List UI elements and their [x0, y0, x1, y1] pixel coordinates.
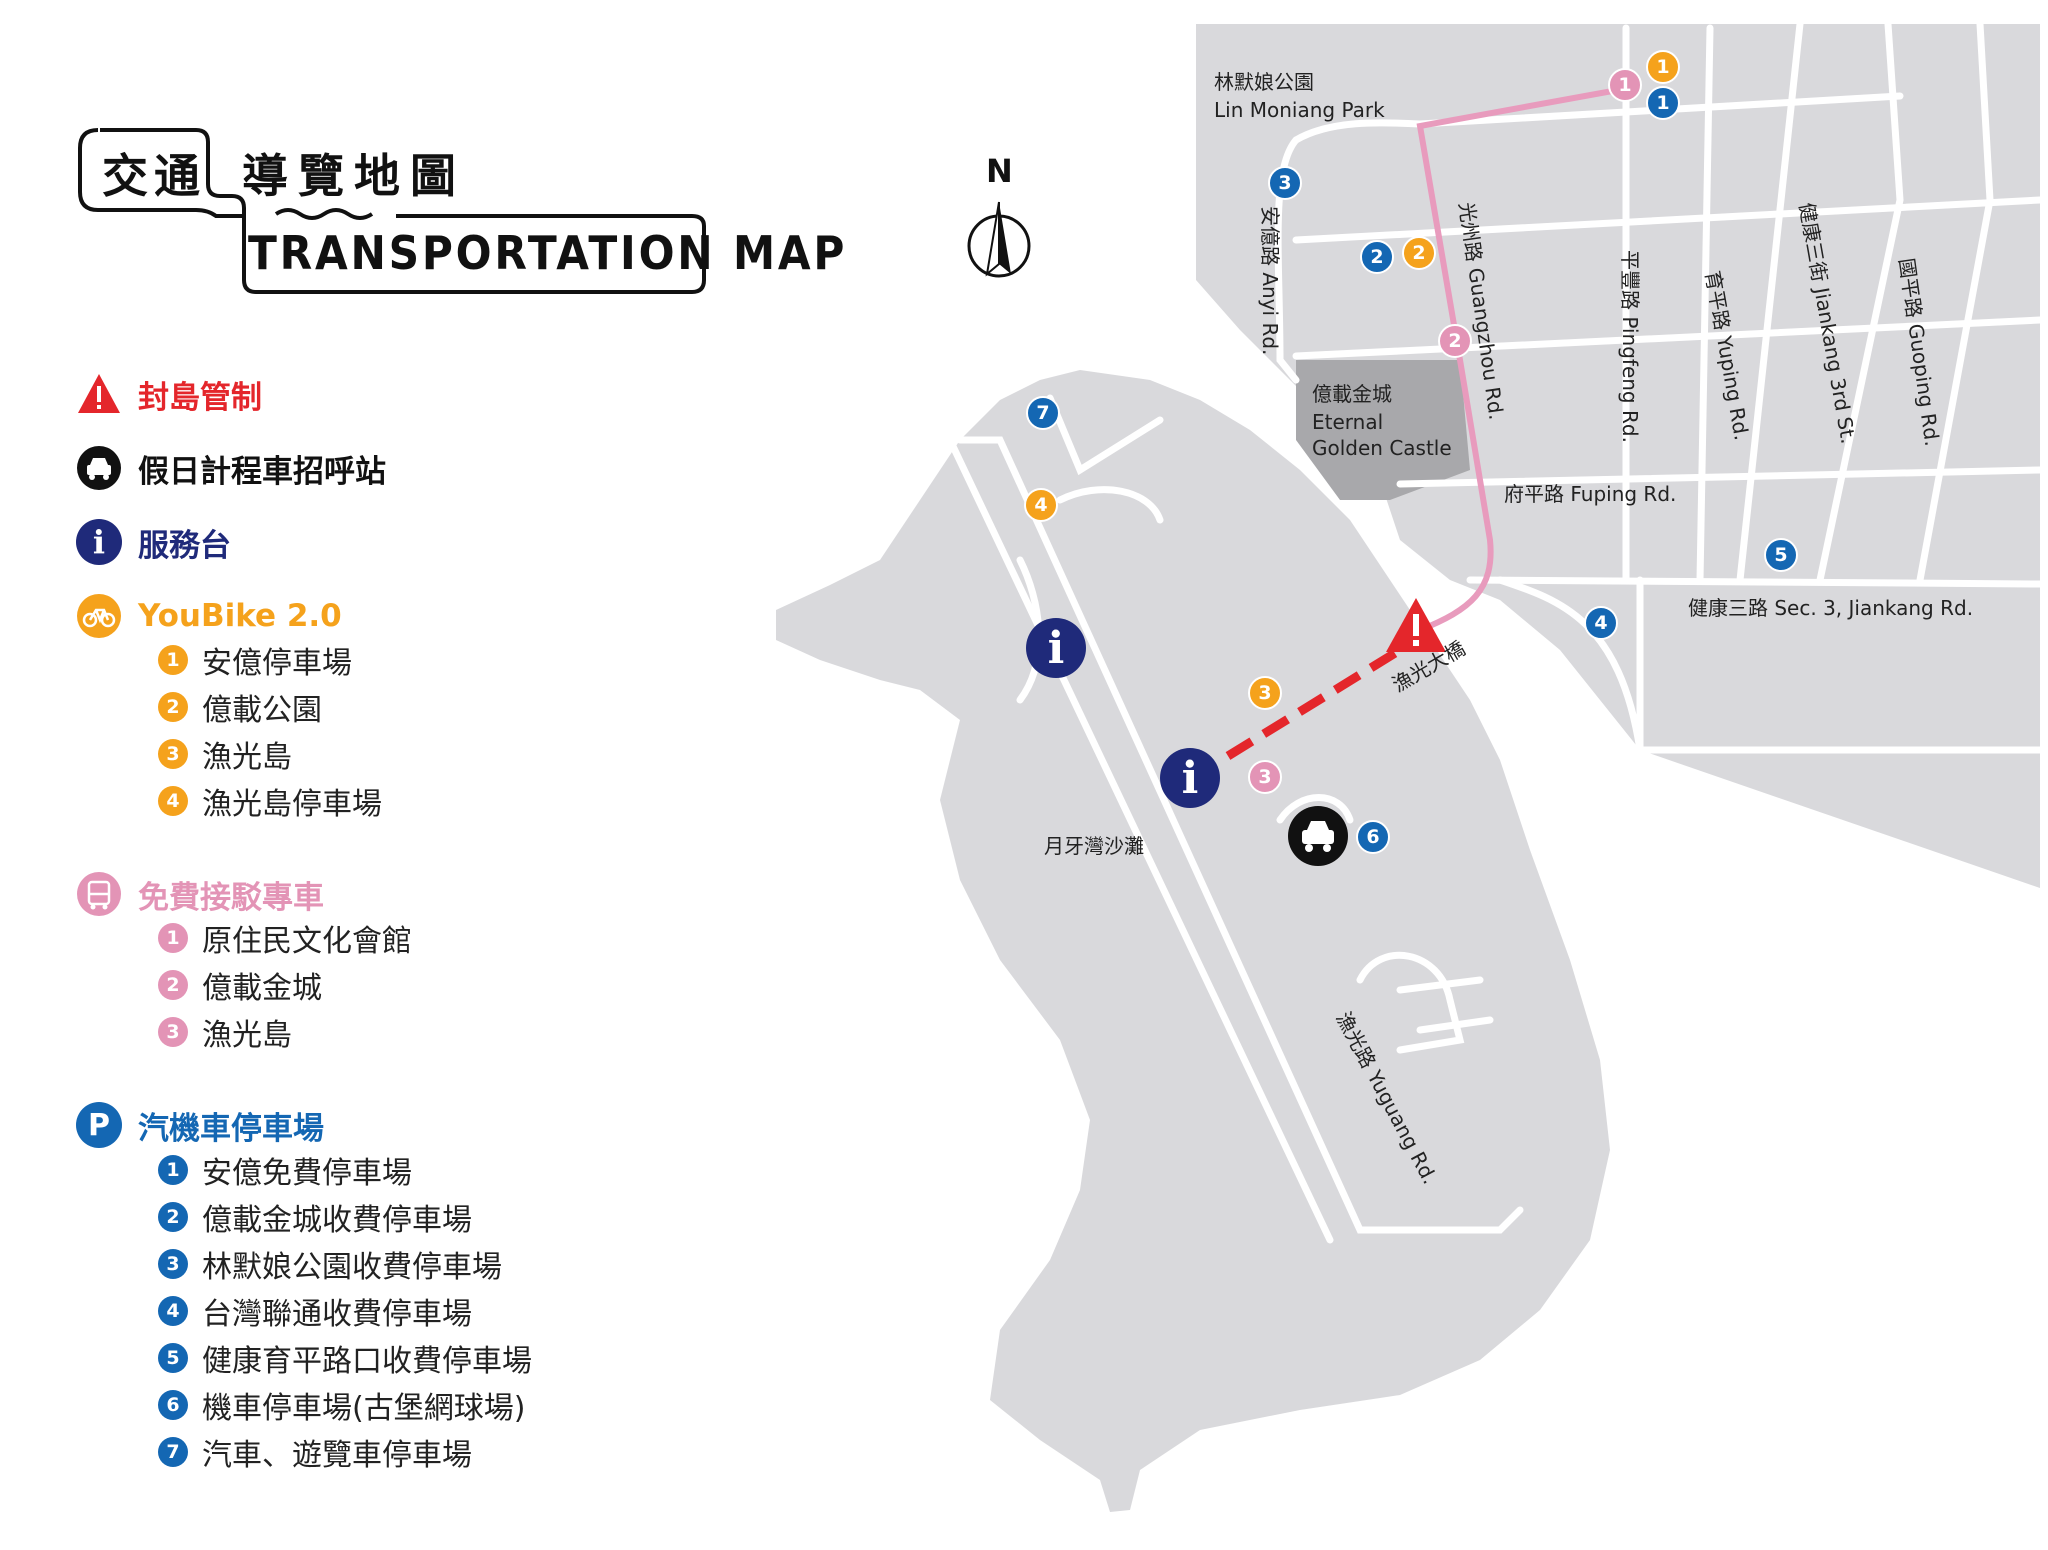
legend-service-desk-label: 服務台	[138, 527, 231, 564]
anyi-rd-label: 安億路 Anyi Rd.	[1258, 206, 1282, 356]
legend-parking-label: 汽機車停車場	[138, 1110, 324, 1147]
youbike-marker-4[interactable]: 4	[1024, 488, 1058, 522]
warning-triangle-icon	[78, 374, 120, 413]
taxi-map-icon	[1288, 806, 1348, 866]
shuttle-marker-3[interactable]: 3	[1248, 760, 1282, 794]
legend-parking: P 汽機車停車場	[76, 1101, 324, 1149]
service-desk-marker-1[interactable]: i	[1026, 618, 1086, 678]
map-title: 交通 導覽地圖 TRANSPORTATION MAP	[76, 126, 844, 298]
title-en: TRANSPORTATION MAP	[248, 226, 848, 280]
title-cn-part2: 導覽地圖	[242, 149, 466, 203]
parking-marker-5[interactable]: 5	[1764, 538, 1798, 572]
jiankang-sec3-label: 健康三路 Sec. 3, Jiankang Rd.	[1688, 596, 1974, 620]
castle-label-en-2: Golden Castle	[1312, 436, 1452, 460]
parking-marker-2[interactable]: 2	[1360, 240, 1394, 274]
taxi-icon	[77, 446, 121, 490]
closure-line	[1225, 646, 1403, 760]
shuttle-marker-2[interactable]: 2	[1438, 324, 1472, 358]
eternal-golden-castle-area	[1296, 360, 1470, 500]
legend-service-desk: i 服務台	[76, 518, 231, 566]
service-desk-marker-2[interactable]: i	[1160, 748, 1220, 808]
lin-moniang-park-en: Lin Moniang Park	[1214, 98, 1385, 122]
info-icon: i	[76, 519, 122, 565]
shuttle-route	[1397, 83, 1641, 653]
parking-icon: P	[76, 1102, 122, 1148]
title-cn-part1: 交通	[102, 149, 206, 203]
parking-marker-1[interactable]: 1	[1646, 86, 1680, 120]
parking-marker-4[interactable]: 4	[1584, 606, 1618, 640]
youbike-marker-2[interactable]: 2	[1402, 236, 1436, 270]
bicycle-icon	[77, 594, 121, 638]
shuttle-marker-1[interactable]: 1	[1608, 68, 1642, 102]
closure-warning-icon	[1386, 598, 1446, 652]
fuping-rd-label: 府平路 Fuping Rd.	[1504, 482, 1677, 506]
castle-label-en-1: Eternal	[1312, 410, 1384, 434]
pingfeng-rd-label: 平豐路 Pingfeng Rd.	[1618, 250, 1642, 443]
youbike-marker-1[interactable]: 1	[1646, 50, 1680, 84]
legend-island-closure-label: 封島管制	[138, 379, 262, 416]
youbike-marker-3[interactable]: 3	[1248, 676, 1282, 710]
legend-shuttle: 免費接駁專車	[76, 870, 324, 918]
castle-label-cn: 億載金城	[1312, 382, 1392, 406]
compass-icon	[967, 201, 1031, 278]
bus-icon	[77, 872, 121, 916]
legend-taxi-label: 假日計程車招呼站	[138, 453, 386, 490]
legend: 封島管制 假日計程車招呼站 i 服務台 YouBike 2.0	[76, 0, 696, 1550]
legend-island-closure: 封島管制	[76, 370, 262, 418]
north-label: N	[986, 152, 1013, 190]
legend-shuttle-label: 免費接駁專車	[138, 879, 324, 916]
legend-taxi: 假日計程車招呼站	[76, 444, 386, 492]
legend-youbike-label: YouBike 2.0	[138, 598, 342, 634]
parking-marker-7[interactable]: 7	[1026, 396, 1060, 430]
legend-youbike: YouBike 2.0	[76, 592, 342, 640]
moon-bay-beach-label: 月牙灣沙灘	[1044, 834, 1144, 858]
parking-marker-3[interactable]: 3	[1268, 166, 1302, 200]
lin-moniang-park-cn: 林默娘公園	[1214, 70, 1314, 94]
parking-marker-6[interactable]: 6	[1356, 820, 1390, 854]
